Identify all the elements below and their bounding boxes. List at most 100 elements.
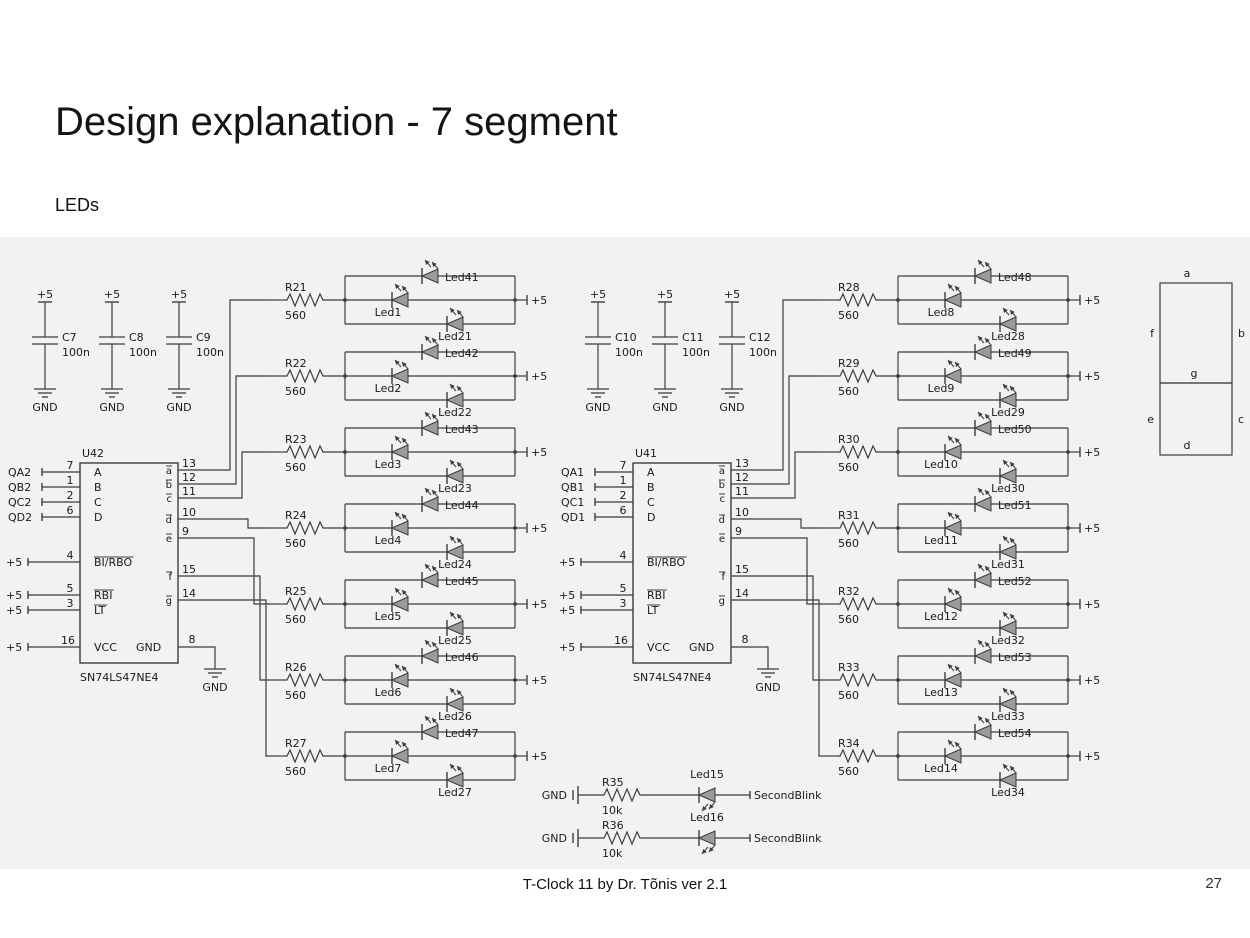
segment-label-d: d xyxy=(1184,439,1191,452)
segment-letter: g xyxy=(719,596,725,607)
segment-output-wire xyxy=(731,537,823,605)
segment-letter: f xyxy=(168,572,172,583)
pin-number: 11 xyxy=(182,485,196,498)
plus5-label: +5 xyxy=(559,589,575,602)
resistor-value: 560 xyxy=(285,765,306,778)
pin-number: 9 xyxy=(182,525,189,538)
chip-pin-label: B xyxy=(647,481,655,494)
led-symbol xyxy=(943,292,962,308)
led-label: Led7 xyxy=(375,762,402,775)
chip-pin-label: C xyxy=(647,496,655,509)
led-arrow-head xyxy=(432,566,437,571)
led-symbol xyxy=(390,368,409,384)
plus5-label: +5 xyxy=(6,641,22,654)
led-symbol xyxy=(973,648,992,664)
chip-pin-label: BI/RBO xyxy=(647,556,685,569)
pin-number: 2 xyxy=(620,489,627,502)
segment-letter: c xyxy=(720,494,726,505)
slide-footer: T-Clock 11 by Dr. Tõnis ver 2.1 xyxy=(522,876,728,893)
gnd-label: GND xyxy=(585,401,610,414)
led-arrow-head xyxy=(955,362,960,367)
led-arrow-head xyxy=(978,716,983,721)
led-arrow-head xyxy=(709,847,714,852)
junction-dot xyxy=(896,526,900,530)
led-label: Led14 xyxy=(924,762,958,775)
led-symbol xyxy=(390,444,409,460)
led-arrow-head xyxy=(457,310,462,315)
led-arrow-head xyxy=(1003,612,1008,617)
resistor-value: 560 xyxy=(285,689,306,702)
led-arrow-head xyxy=(450,764,455,769)
pin-number: 1 xyxy=(67,474,74,487)
chip-refdes: U41 xyxy=(635,447,657,460)
led-label: Led51 xyxy=(998,499,1032,512)
plus5-label: +5 xyxy=(724,288,740,301)
led-symbol xyxy=(390,672,409,688)
led-arrow-head xyxy=(432,718,437,723)
resistor-name: R28 xyxy=(838,281,860,294)
gnd-label: GND xyxy=(719,401,744,414)
pin-number: 16 xyxy=(61,634,75,647)
led-symbol xyxy=(420,648,439,664)
plus5-label: +5 xyxy=(37,288,53,301)
led-arrow-head xyxy=(978,488,983,493)
led-label: Led5 xyxy=(375,610,402,623)
junction-dot xyxy=(343,678,347,682)
pin-number: 5 xyxy=(67,582,74,595)
resistor-name: R36 xyxy=(602,819,624,832)
led-symbol xyxy=(943,596,962,612)
page-title: Design explanation - 7 segment xyxy=(55,100,618,144)
led-arrow-head xyxy=(395,512,400,517)
led-symbol xyxy=(973,344,992,360)
chip-pin-label: GND xyxy=(689,641,714,654)
left-section: +5GNDC7100n+5GNDC8100n+5GNDC9100nU42SN74… xyxy=(6,259,547,799)
net-label: SecondBlink xyxy=(754,789,822,802)
segment-output-wire xyxy=(731,451,823,499)
pin-number: 15 xyxy=(735,563,749,576)
led-arrow-head xyxy=(1003,688,1008,693)
blink-section: GNDR3510kLed15SecondBlinkGNDR3610kLed16S… xyxy=(542,768,822,860)
pin-number: 5 xyxy=(620,582,627,595)
chip-pin-label: BI/RBO xyxy=(94,556,132,569)
led-symbol xyxy=(420,420,439,436)
segment-label-c: c xyxy=(1238,413,1244,426)
led-arrow-head xyxy=(432,642,437,647)
led-arrow-head xyxy=(450,308,455,313)
led-label: Led34 xyxy=(991,786,1025,799)
led-arrow-head xyxy=(395,284,400,289)
plus5-label: +5 xyxy=(559,556,575,569)
pin-number: 13 xyxy=(735,457,749,470)
led-arrow-head xyxy=(402,438,407,443)
segment-output-wire xyxy=(731,575,823,681)
segment-output-wire xyxy=(178,375,270,485)
pin-number: 2 xyxy=(67,489,74,502)
led-symbol xyxy=(420,496,439,512)
junction-dot xyxy=(896,298,900,302)
led-arrow-head xyxy=(978,336,983,341)
led-arrow-head xyxy=(948,360,953,365)
segment-letter: c xyxy=(167,494,173,505)
resistor-symbol xyxy=(838,520,878,536)
wire xyxy=(178,646,216,669)
led-arrow-head xyxy=(395,588,400,593)
gnd-label: GND xyxy=(542,832,567,845)
led-label: Led48 xyxy=(998,271,1032,284)
chip-pin-label: LT xyxy=(94,604,106,617)
resistor-name: R27 xyxy=(285,737,307,750)
led-arrow-head xyxy=(985,490,990,495)
pin-number: 10 xyxy=(735,506,749,519)
